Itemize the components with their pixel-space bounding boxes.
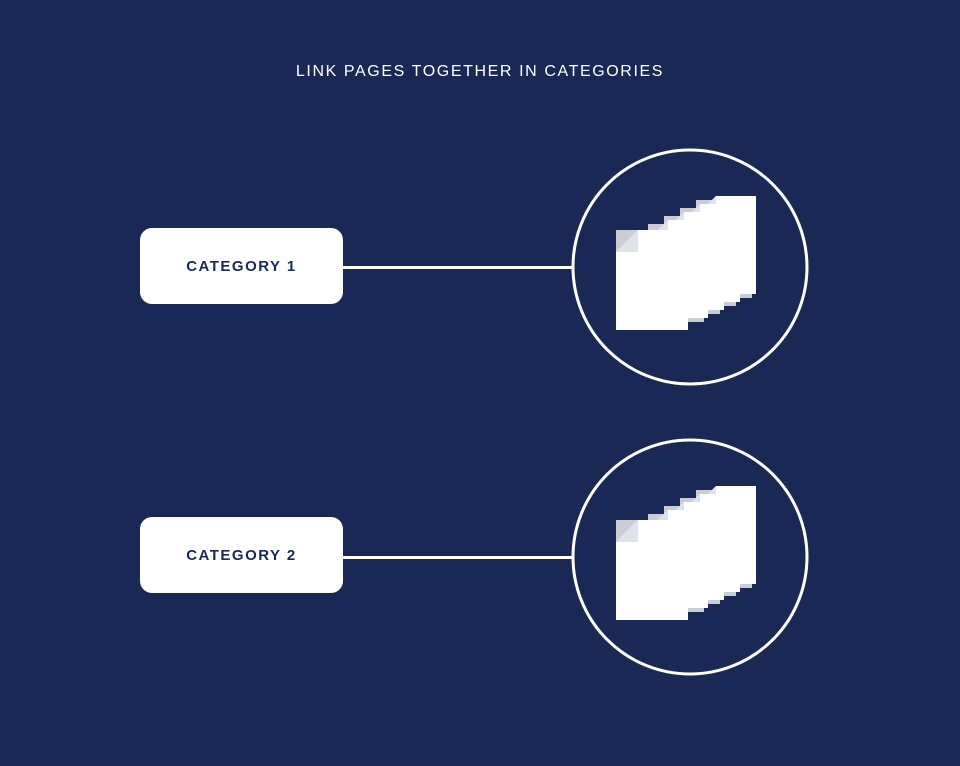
category-box-1: CATEGORY 1 (140, 228, 343, 304)
page-stack-icon (571, 148, 809, 386)
page-sheet (616, 520, 688, 620)
page-stack (616, 196, 756, 330)
page-stack (616, 486, 756, 620)
connector-line-1 (343, 266, 573, 269)
connector-line-2 (343, 556, 573, 559)
category-label-1: CATEGORY 1 (186, 257, 297, 275)
category-box-2: CATEGORY 2 (140, 517, 343, 593)
pages-circle-outline (571, 148, 809, 386)
diagram-title: LINK PAGES TOGETHER IN CATEGORIES (295, 63, 665, 80)
page-sheet (616, 230, 688, 330)
category-label-2: CATEGORY 2 (186, 546, 297, 564)
page-stack-icon (571, 438, 809, 676)
pages-circle-outline (571, 438, 809, 676)
